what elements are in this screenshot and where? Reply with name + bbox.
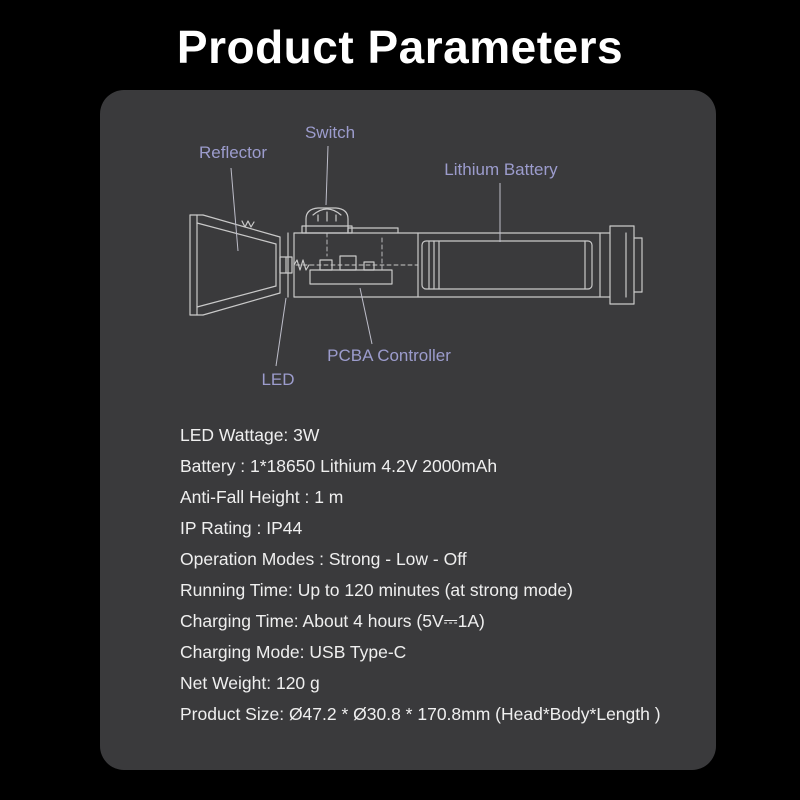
label-lithium-battery: Lithium Battery: [444, 160, 558, 179]
spec-line: Anti-Fall Height : 1 m: [180, 487, 344, 507]
spec-line: Battery : 1*18650 Lithium 4.2V 2000mAh: [180, 456, 498, 476]
leader-line-reflector: [230, 167, 239, 252]
label-led: LED: [261, 370, 294, 389]
spec-line: Product Size: Ø47.2 * Ø30.8 * 170.8mm (H…: [180, 704, 661, 724]
flashlight-cutaway-illustration: Reflector Switch Lithium Battery PCBA Co…: [189, 123, 643, 389]
flashlight-drawing: [189, 207, 643, 316]
spec-line: Net Weight: 120 g: [180, 673, 320, 693]
flashlight-diagram: Reflector Switch Lithium Battery PCBA Co…: [130, 110, 690, 400]
label-switch: Switch: [305, 123, 355, 142]
spec-line: LED Wattage: 3W: [180, 425, 320, 445]
pcba-element: [293, 232, 419, 285]
spring-contact: [293, 259, 310, 271]
leader-lines: [230, 145, 501, 367]
leader-line-pcba: [359, 287, 373, 345]
battery-element: [421, 240, 593, 290]
spec-line: IP Rating : IP44: [180, 518, 303, 538]
knurling-marks: [241, 220, 255, 228]
spec-line: Charging Time: About 4 hours (5V⎓1A): [180, 611, 485, 631]
spec-card: Reflector Switch Lithium Battery PCBA Co…: [100, 90, 716, 770]
label-reflector: Reflector: [199, 143, 267, 162]
spec-line: Operation Modes : Strong - Low - Off: [180, 549, 467, 569]
page-title: Product Parameters: [176, 21, 624, 73]
leader-line-led: [275, 297, 287, 367]
tail-cap-element: [609, 225, 643, 305]
leader-line-switch: [325, 145, 329, 206]
label-pcba-controller: PCBA Controller: [327, 346, 451, 365]
spec-line: Charging Mode: USB Type-C: [180, 642, 407, 662]
spec-line: Running Time: Up to 120 minutes (at stro…: [180, 580, 573, 600]
switch-element: [301, 207, 353, 234]
spec-list: LED Wattage: 3W Battery : 1*18650 Lithiu…: [180, 420, 688, 730]
